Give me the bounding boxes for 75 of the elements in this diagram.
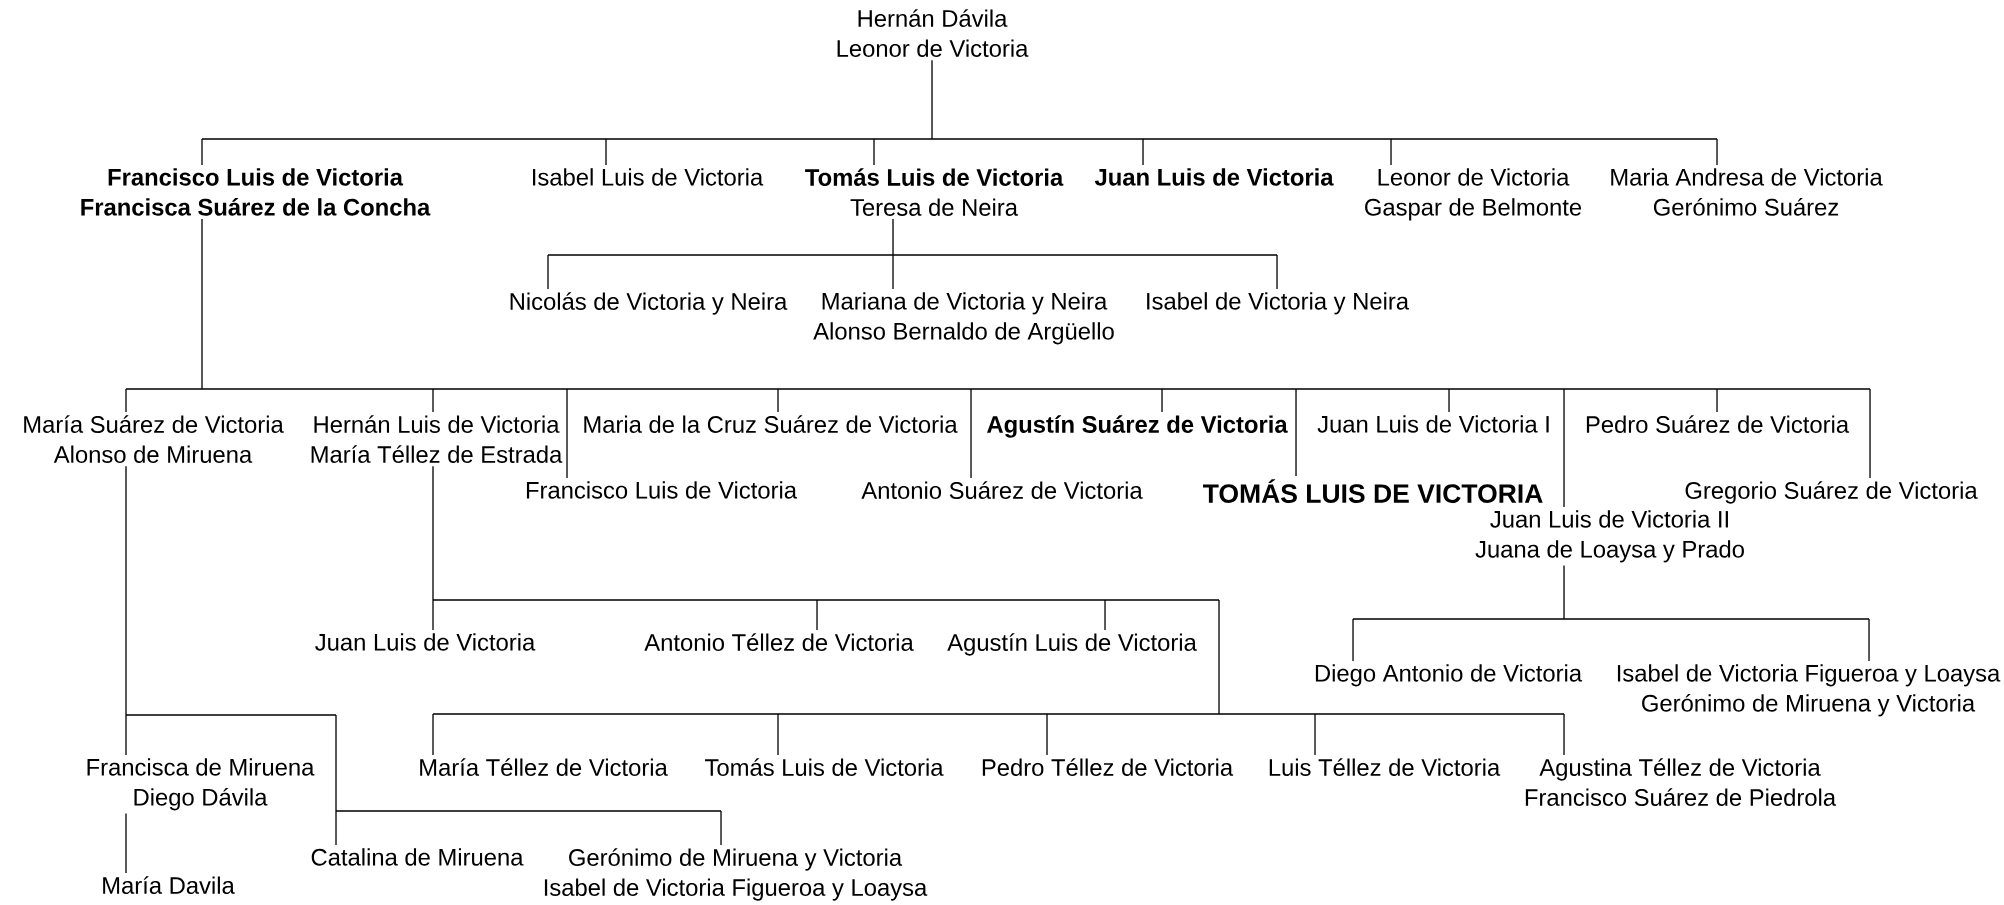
name-label: Francisco Luis de Victoria Francisca Suárez de la Concha xyxy=(81,168,431,216)
name-label: Antonio Téllez de Victoria xyxy=(644,633,914,651)
connector-line xyxy=(201,59,1718,140)
name-label: Agustina Téllez de Victoria Francisco Suárez de Piedrola xyxy=(1525,758,1837,806)
name-label: Isabel de Victoria y Neira xyxy=(1147,292,1410,315)
connector-line xyxy=(1161,388,1163,413)
connector-line xyxy=(432,388,434,413)
connector-line xyxy=(125,812,127,874)
connector-line xyxy=(1314,713,1316,756)
name-label: Tomás Luis de Victoria Teresa de Neira xyxy=(805,168,1064,216)
connector-line xyxy=(892,254,894,290)
name-label: Juan Luis de Victoria I xyxy=(1317,415,1549,433)
name-label: Maria de la Cruz Suárez de Victoria xyxy=(584,415,958,433)
connector-line xyxy=(1142,138,1144,166)
connector-line xyxy=(1448,388,1450,413)
connector-line xyxy=(547,254,549,290)
name-label: Hernán Luis de Victoria María Téllez de Estrada xyxy=(311,415,563,463)
connector-line xyxy=(1352,618,1354,662)
name-label: Gregorio Suárez de Victoria xyxy=(1685,481,1978,504)
connector-line xyxy=(605,138,607,166)
name-label: Juan Luis de Victoria xyxy=(315,633,536,651)
name-label: Isabel de Victoria Figueroa y Loaysa Gerónimo de Miruena y Victoria xyxy=(1617,664,2001,717)
name-label: Juan Luis de Victoria II Juana de Loaysa y Prado xyxy=(1475,510,1744,563)
name-label: Luis Téllez de Victoria xyxy=(1269,758,1501,776)
connector-line xyxy=(125,714,127,756)
connector-line xyxy=(125,465,722,812)
connector-line xyxy=(125,218,1871,390)
connector-line xyxy=(432,465,1565,715)
connector-line xyxy=(816,599,818,631)
connector-line xyxy=(1390,138,1392,166)
name-label: Nicolás de Victoria y Neira xyxy=(510,292,788,315)
connector-line xyxy=(566,388,568,479)
name-label: Agustín Luis de Victoria xyxy=(947,633,1197,656)
connector-line xyxy=(1869,388,1871,479)
name-label: Francisco Luis de Victoria xyxy=(526,481,797,499)
name-label: Isabel Luis de Victoria xyxy=(533,168,764,186)
connector-line xyxy=(777,388,779,413)
connector-line xyxy=(432,599,434,631)
connector-line xyxy=(125,388,127,413)
connector-line xyxy=(873,138,875,166)
connector-line xyxy=(1563,713,1565,756)
name-label: Pedro Suárez de Victoria xyxy=(1586,415,1850,433)
name-label: Juan Luis de Victoria xyxy=(1094,168,1334,186)
connector-line xyxy=(970,388,972,479)
name-label: Agustín Suárez de Victoria xyxy=(987,415,1288,438)
connector-line xyxy=(335,810,337,846)
name-label: Tomás Luis de Victoria xyxy=(705,758,944,776)
connector-line xyxy=(1716,138,1718,166)
name-label: TOMÁS LUIS DE VICTORIA xyxy=(1203,479,1543,503)
name-label: Francisca de Miruena Diego Dávila xyxy=(87,758,315,811)
name-label: María Téllez de Victoria xyxy=(420,758,668,776)
name-label: Mariana de Victoria y Neira Alonso Bernaldo de Argüello xyxy=(813,292,1114,345)
connector-line xyxy=(432,713,434,756)
connector-line xyxy=(1295,388,1297,477)
name-label: María Davila xyxy=(103,876,235,894)
connector-line xyxy=(1276,254,1278,290)
connector-line xyxy=(1868,618,1870,662)
connector-line xyxy=(1352,564,1870,620)
name-label: Leonor de Victoria Gaspar de Belmonte xyxy=(1365,168,1582,221)
name-label: Pedro Téllez de Victoria xyxy=(982,758,1234,776)
connector-line xyxy=(547,218,1278,256)
name-label: Antonio Suárez de Victoria xyxy=(861,481,1143,499)
connector-line xyxy=(1563,388,1565,508)
connector-line xyxy=(1046,713,1048,756)
connector-line xyxy=(1716,388,1718,413)
connector-line xyxy=(1104,599,1106,631)
connector-line xyxy=(201,138,203,166)
name-label: Catalina de Miruena xyxy=(311,848,524,866)
name-label: Gerónimo de Miruena y Victoria Isabel de Victoria Figueroa y Loaysa xyxy=(544,848,928,901)
name-label: Hernán Dávila Leonor de Victoria xyxy=(837,9,1029,57)
name-label: Diego Antonio de Victoria xyxy=(1315,664,1583,687)
name-label: Maria Andresa de Victoria Gerónimo Suárez xyxy=(1611,168,1883,216)
connector-line xyxy=(777,713,779,756)
connector-line xyxy=(720,810,722,846)
name-label: María Suárez de Victoria Alonso de Miruena xyxy=(24,415,284,463)
